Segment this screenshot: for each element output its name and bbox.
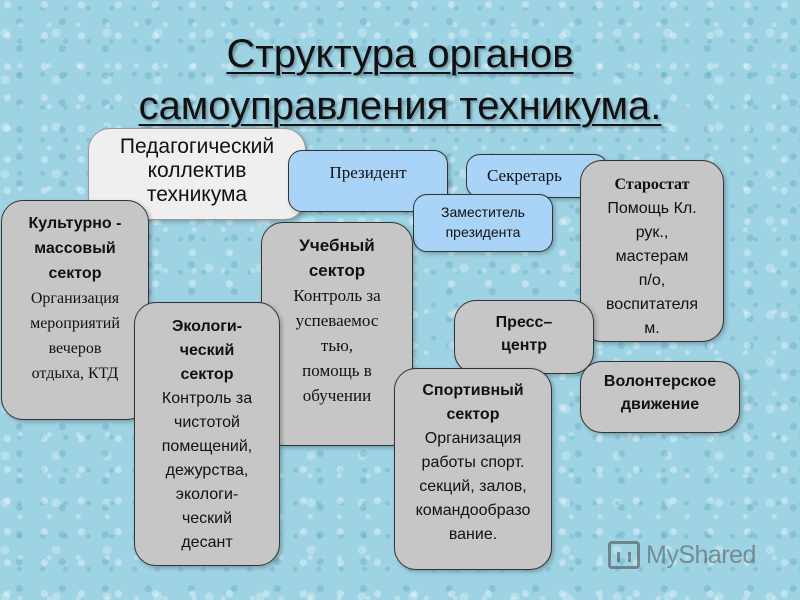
ecological-line: ческий bbox=[181, 510, 233, 527]
cultural-heading: массовый bbox=[34, 240, 116, 257]
starostat-heading: Старостат bbox=[614, 176, 690, 193]
educational-line: помощь в bbox=[302, 361, 372, 380]
president-label: Президент bbox=[329, 163, 407, 182]
sport-line: секций, залов, bbox=[419, 478, 527, 495]
educational-line: тью, bbox=[320, 336, 354, 355]
press-center-box: Пресс– центр bbox=[454, 300, 594, 374]
ecological-line: дежурства, bbox=[165, 462, 249, 479]
ecological-heading: Экологи- bbox=[171, 318, 243, 335]
starostat-line: м. bbox=[644, 320, 660, 337]
cultural-heading: Культурно - bbox=[28, 215, 122, 232]
educational-line: обучении bbox=[302, 386, 372, 405]
vice-president-box: Заместитель президента bbox=[413, 194, 553, 252]
sport-heading: Спортивный bbox=[422, 382, 524, 399]
educational-heading: Учебный bbox=[299, 236, 375, 255]
starostat-line: п/о, bbox=[638, 272, 666, 289]
starostat-line: мастерам bbox=[615, 248, 689, 265]
cultural-line: Организация bbox=[30, 290, 120, 307]
vice-president-line: президента bbox=[445, 224, 521, 240]
educational-line: успеваемос bbox=[295, 311, 379, 330]
ecological-heading: ческий bbox=[179, 342, 235, 359]
ecological-line: Контроль за bbox=[161, 390, 253, 407]
slide-title: Структура органов самоуправления технику… bbox=[0, 28, 800, 132]
volunteer-heading: Волонтерское bbox=[603, 373, 717, 390]
sport-sector-box: Спортивный сектор Организация работы спо… bbox=[394, 368, 552, 570]
ecological-line: помещений, bbox=[161, 438, 253, 455]
starostat-line: рук., bbox=[635, 224, 669, 241]
sport-line: работы спорт. bbox=[421, 454, 525, 471]
starostat-line: Помощь Кл. bbox=[607, 200, 697, 217]
press-heading: центр bbox=[500, 337, 547, 354]
pedagogical-line: коллектив bbox=[147, 159, 247, 182]
educational-heading: сектор bbox=[308, 261, 366, 280]
cultural-line: мероприятий bbox=[30, 315, 120, 332]
sport-heading: сектор bbox=[446, 406, 500, 423]
ecological-sector-box: Экологи- ческий сектор Контроль за чисто… bbox=[134, 302, 280, 566]
ecological-heading: сектор bbox=[180, 366, 234, 383]
secretary-label: Секретарь bbox=[487, 166, 562, 185]
title-line-1: Структура органов bbox=[226, 32, 574, 76]
cultural-heading: сектор bbox=[48, 265, 102, 282]
ecological-line: экологи- bbox=[175, 486, 239, 503]
pedagogical-line: Педагогический bbox=[119, 135, 275, 158]
starostat-line: воспитателя bbox=[605, 296, 699, 313]
title-line-2: самоуправления техникума. bbox=[138, 84, 662, 128]
educational-sector-box: Учебный сектор Контроль за успеваемос ть… bbox=[261, 222, 413, 446]
sport-line: командообразо bbox=[415, 502, 531, 519]
ecological-line: чистотой bbox=[174, 414, 240, 431]
pedagogical-line: техникума bbox=[146, 183, 248, 206]
volunteer-heading: движение bbox=[620, 396, 700, 413]
watermark-text: MyShared bbox=[646, 540, 756, 569]
vice-president-line: Заместитель bbox=[441, 204, 525, 220]
educational-line: Контроль за bbox=[293, 286, 381, 305]
cultural-line: вечеров bbox=[48, 340, 102, 357]
ecological-line: десант bbox=[181, 534, 233, 551]
cultural-line: отдыха, КТД bbox=[31, 365, 119, 382]
volunteer-box: Волонтерское движение bbox=[580, 361, 740, 433]
cultural-sector-box: Культурно - массовый сектор Организация … bbox=[1, 200, 149, 420]
sport-line: Организация bbox=[424, 430, 522, 447]
sport-line: вание. bbox=[448, 526, 498, 543]
presentation-board-icon bbox=[608, 541, 640, 569]
press-heading: Пресс– bbox=[495, 314, 553, 331]
starostat-box: Старостат Помощь Кл. рук., мастерам п/о,… bbox=[580, 160, 724, 342]
watermark: MyShared bbox=[608, 536, 756, 574]
